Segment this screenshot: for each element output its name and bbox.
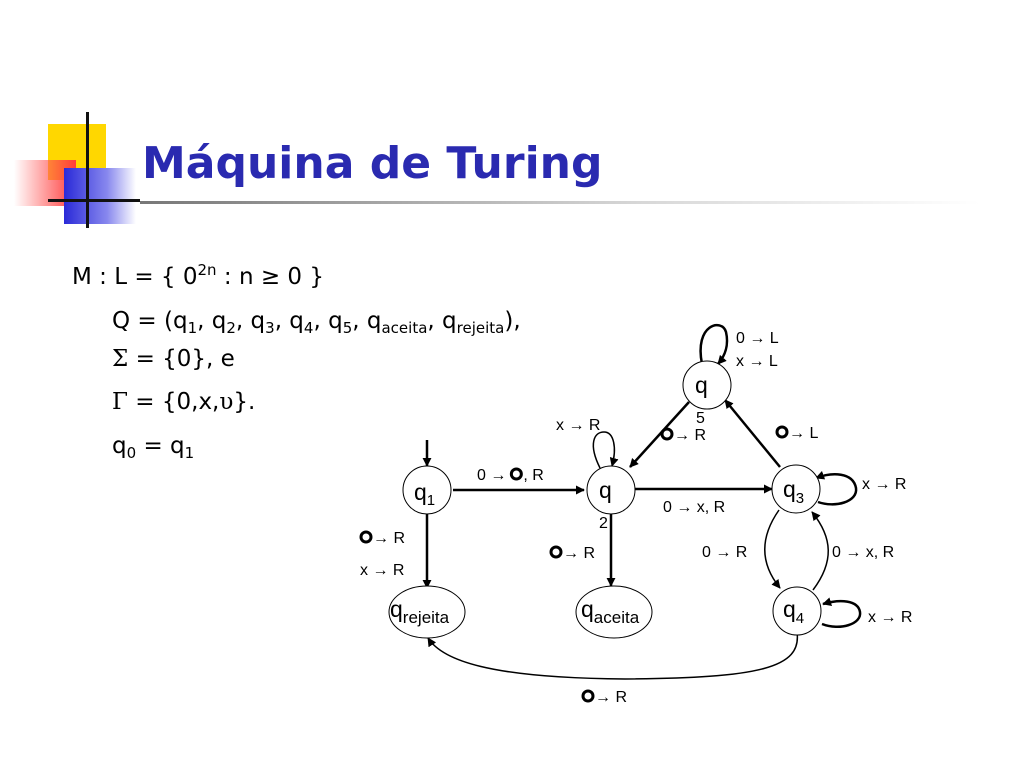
- decor-horizontal-line: [48, 199, 140, 202]
- start-text: q: [112, 433, 127, 459]
- state-qaceita: [575, 585, 653, 639]
- tape-alphabet-definition: Γ = {0,x,υ}.: [112, 387, 255, 417]
- state-q5-label: q: [695, 372, 708, 398]
- state-qrejeita-label: qrejeita: [390, 596, 450, 627]
- title-underline: [140, 201, 980, 204]
- tape-alphabet-text: = {0,x,: [127, 389, 220, 415]
- transition-label-q4-qrej-action: → R: [595, 689, 627, 706]
- state-q1: [402, 465, 452, 515]
- start-text: = q: [136, 433, 185, 459]
- transition-label-q5-loop-2: x → L: [736, 353, 778, 370]
- decor-vertical-line: [86, 112, 89, 228]
- states-text: , q: [352, 308, 382, 334]
- edge-q5-q2: [629, 401, 690, 468]
- states-text: , q: [313, 308, 343, 334]
- state-q3: [771, 464, 821, 514]
- start-sub: 1: [184, 444, 195, 462]
- edge-q3-q5: [724, 399, 781, 468]
- blank-symbol: υ: [219, 389, 234, 415]
- state-q2-label: q: [599, 477, 612, 503]
- edge-q2-loop: [592, 431, 619, 469]
- transition-label-q3-loop: x → R: [862, 476, 906, 493]
- states-text: ),: [504, 308, 521, 334]
- transition-label-q2-q3: 0 → x, R: [663, 499, 725, 516]
- transition-label-q4-loop: x → R: [868, 609, 912, 626]
- blank-symbol-icon: [509, 467, 523, 481]
- state-qrejeita: [388, 585, 466, 639]
- edge-q3-q4: [764, 509, 781, 589]
- blank-symbol-icon: [549, 545, 563, 559]
- edge-q5-loop: [699, 323, 729, 365]
- blank-symbol-icon: [775, 425, 789, 439]
- edge-q3-loop: [815, 470, 858, 506]
- transition-label-q1-qrej-1-action: → R: [373, 530, 405, 547]
- transition-label-q1-q2: 0 →: [477, 467, 506, 484]
- state-q2-subscript: 2: [599, 515, 608, 532]
- states-text: , q: [427, 308, 457, 334]
- state-q5-subscript: 5: [696, 410, 705, 427]
- alphabet-text: = {0}, e: [128, 346, 235, 372]
- edge-q4-q3: [811, 511, 829, 591]
- gamma-symbol: Γ: [112, 389, 128, 415]
- states-text: Q = (q: [112, 308, 188, 334]
- blank-symbol-icon: [359, 530, 373, 544]
- states-text: , q: [235, 308, 266, 334]
- decor-blue-square: [64, 168, 136, 224]
- language-suffix: : n ≥ 0 }: [216, 264, 324, 290]
- transition-label-q2-qace-action: → R: [563, 545, 595, 562]
- start-state-definition: q0 = q1: [112, 431, 194, 461]
- transition-label-q3-q5-action: → L: [789, 425, 818, 442]
- alphabet-definition: Σ = {0}, e: [112, 344, 235, 374]
- state-q2: [586, 465, 636, 515]
- state-q3-label: q3: [783, 476, 804, 507]
- states-sub: 4: [303, 319, 314, 337]
- blank-symbol-icon: [660, 427, 674, 441]
- states-sub: 2: [226, 319, 236, 337]
- tape-alphabet-end: }.: [233, 389, 256, 415]
- start-sub: 0: [126, 444, 137, 462]
- states-sub: 5: [342, 319, 353, 337]
- edge-q4-qrejeita: [427, 631, 799, 680]
- language-definition: M : L = { 02n : n ≥ 0 }: [72, 262, 324, 292]
- transition-label-q1-qrej-2: x → R: [360, 562, 404, 579]
- state-qaceita-label: qaceita: [581, 596, 640, 627]
- transition-label-q3-q4: 0 → R: [702, 544, 747, 561]
- sigma-symbol: Σ: [112, 346, 129, 372]
- language-exponent: 2n: [197, 261, 217, 279]
- states-sub: aceita: [381, 319, 428, 337]
- state-q5: [682, 360, 732, 410]
- states-text: , q: [274, 308, 304, 334]
- state-q4: [772, 586, 822, 636]
- slide-title: Máquina de Turing: [142, 138, 603, 189]
- transition-label-q5-loop-1: 0 → L: [736, 330, 779, 347]
- states-sub: 1: [187, 319, 198, 337]
- states-definition: Q = (q1, q2, q3, q4, q5, qaceita, qrejei…: [112, 306, 521, 336]
- state-q1-label: q1: [414, 479, 435, 509]
- blank-symbol-icon: [581, 689, 595, 703]
- edge-q4-loop: [821, 597, 862, 629]
- state-q4-label: q4: [783, 596, 804, 627]
- transition-label-q5-q2-action: → R: [674, 427, 706, 444]
- language-prefix: M : L = { 0: [72, 264, 198, 290]
- transition-label-q4-q3: 0 → x, R: [832, 544, 894, 561]
- transition-label-q1-q2-action: , R: [523, 467, 543, 484]
- transition-label-q2-loop: x → R: [556, 417, 600, 434]
- states-sub: 3: [265, 319, 275, 337]
- states-sub: rejeita: [456, 319, 505, 337]
- states-text: , q: [197, 308, 227, 334]
